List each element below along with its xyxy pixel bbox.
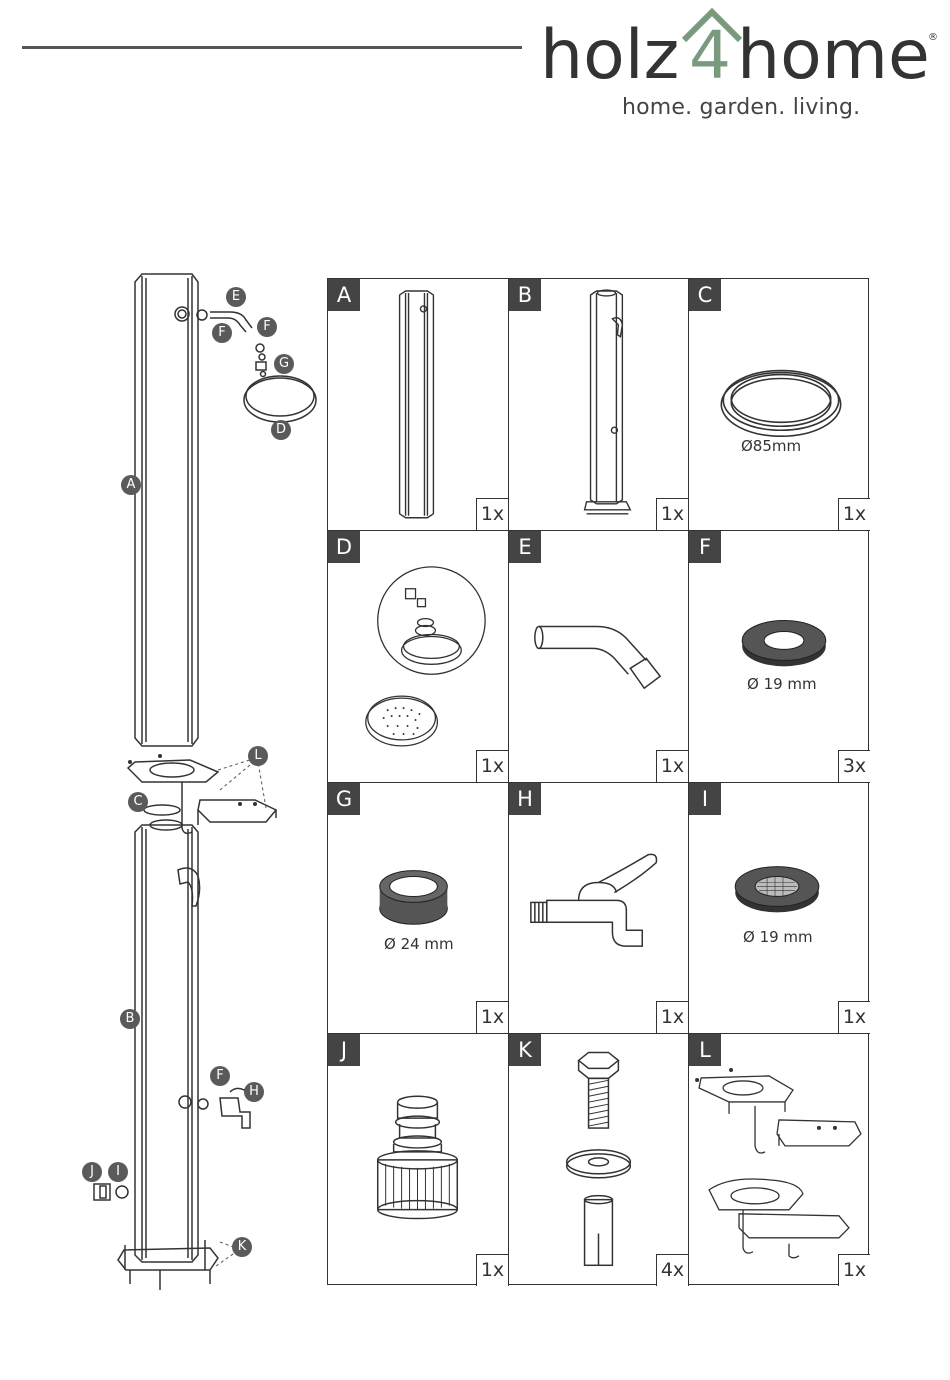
registered-mark: ®: [928, 32, 938, 43]
part-cell-I: Ø 19 mm I 1x: [689, 783, 870, 1035]
part-quantity: 3x: [838, 750, 870, 782]
bolt-washer-anchor-illustration: [509, 1034, 688, 1286]
part-cell-E: E 1x: [509, 531, 689, 783]
callout-H: H: [244, 1082, 264, 1102]
thick-washer-illustration: [328, 783, 508, 1034]
callout-E: E: [226, 287, 246, 307]
part-quantity: 1x: [476, 1001, 508, 1033]
part-letter: K: [509, 1034, 541, 1066]
part-quantity: 1x: [476, 750, 508, 782]
callout-A: A: [121, 475, 141, 495]
hose-connector-illustration: [328, 1034, 508, 1286]
part-cell-K: K 4x: [509, 1034, 689, 1286]
shower-head-illustration: [328, 531, 508, 782]
part-quantity: 1x: [476, 498, 508, 530]
part-letter: H: [509, 783, 541, 815]
part-quantity: 1x: [838, 498, 870, 530]
part-quantity: 1x: [838, 1001, 870, 1033]
part-cell-A: A 1x: [328, 279, 509, 531]
assembly-overview-drawing: E F F G D A L C B F H J I K: [80, 270, 320, 1300]
part-letter: L: [689, 1034, 721, 1066]
ring-illustration: [689, 279, 870, 530]
column-base-illustration: [509, 279, 688, 530]
part-cell-C: Ø85mm C 1x: [689, 279, 870, 531]
part-letter: G: [328, 783, 360, 815]
part-letter: E: [509, 531, 541, 563]
part-quantity: 4x: [656, 1254, 688, 1286]
part-letter: D: [328, 531, 360, 563]
part-quantity: 1x: [476, 1254, 508, 1286]
part-letter: F: [689, 531, 721, 563]
part-letter: I: [689, 783, 721, 815]
filter-washer-illustration: [689, 783, 870, 1034]
callout-D: D: [271, 420, 291, 440]
callout-B: B: [120, 1009, 140, 1029]
part-cell-H: H 1x: [509, 783, 689, 1035]
logo-text-holz: holz: [540, 16, 679, 95]
washer-illustration: [689, 531, 870, 782]
part-cell-F: Ø 19 mm F 3x: [689, 531, 870, 783]
part-dimension: Ø85mm: [741, 437, 801, 455]
part-letter: A: [328, 279, 360, 311]
logo-text-home: home: [737, 16, 930, 95]
callout-F: F: [212, 323, 232, 343]
shower-arm-illustration: [509, 531, 688, 782]
logo-digit: 4: [689, 17, 731, 94]
callout-J: J: [82, 1162, 102, 1182]
part-quantity: 1x: [656, 1001, 688, 1033]
callout-K: K: [232, 1237, 252, 1257]
faucet-illustration: [509, 783, 688, 1034]
column-top-illustration: [328, 279, 508, 530]
part-dimension: Ø 19 mm: [743, 928, 813, 946]
part-letter: J: [328, 1034, 360, 1066]
part-dimension: Ø 19 mm: [747, 675, 817, 693]
part-letter: C: [689, 279, 721, 311]
part-quantity: 1x: [656, 498, 688, 530]
callout-I: I: [108, 1162, 128, 1182]
header-rule: [22, 46, 522, 49]
part-cell-J: J 1x: [328, 1034, 509, 1286]
part-cell-B: B 1x: [509, 279, 689, 531]
callout-G: G: [274, 354, 294, 374]
tray-bracket-illustration: [689, 1034, 870, 1286]
part-cell-L: L 1x: [689, 1034, 870, 1286]
part-quantity: 1x: [656, 750, 688, 782]
part-letter: B: [509, 279, 541, 311]
parts-grid: A 1x B 1x Ø85mm: [327, 278, 869, 1285]
callout-C: C: [128, 792, 148, 812]
part-cell-D: D 1x: [328, 531, 509, 783]
brand-tagline: home. garden. living.: [622, 95, 860, 120]
part-dimension: Ø 24 mm: [384, 935, 454, 953]
callout-F: F: [257, 317, 277, 337]
callout-L: L: [248, 746, 268, 766]
part-cell-G: Ø 24 mm G 1x: [328, 783, 509, 1035]
callout-F: F: [210, 1066, 230, 1086]
part-quantity: 1x: [838, 1254, 870, 1286]
